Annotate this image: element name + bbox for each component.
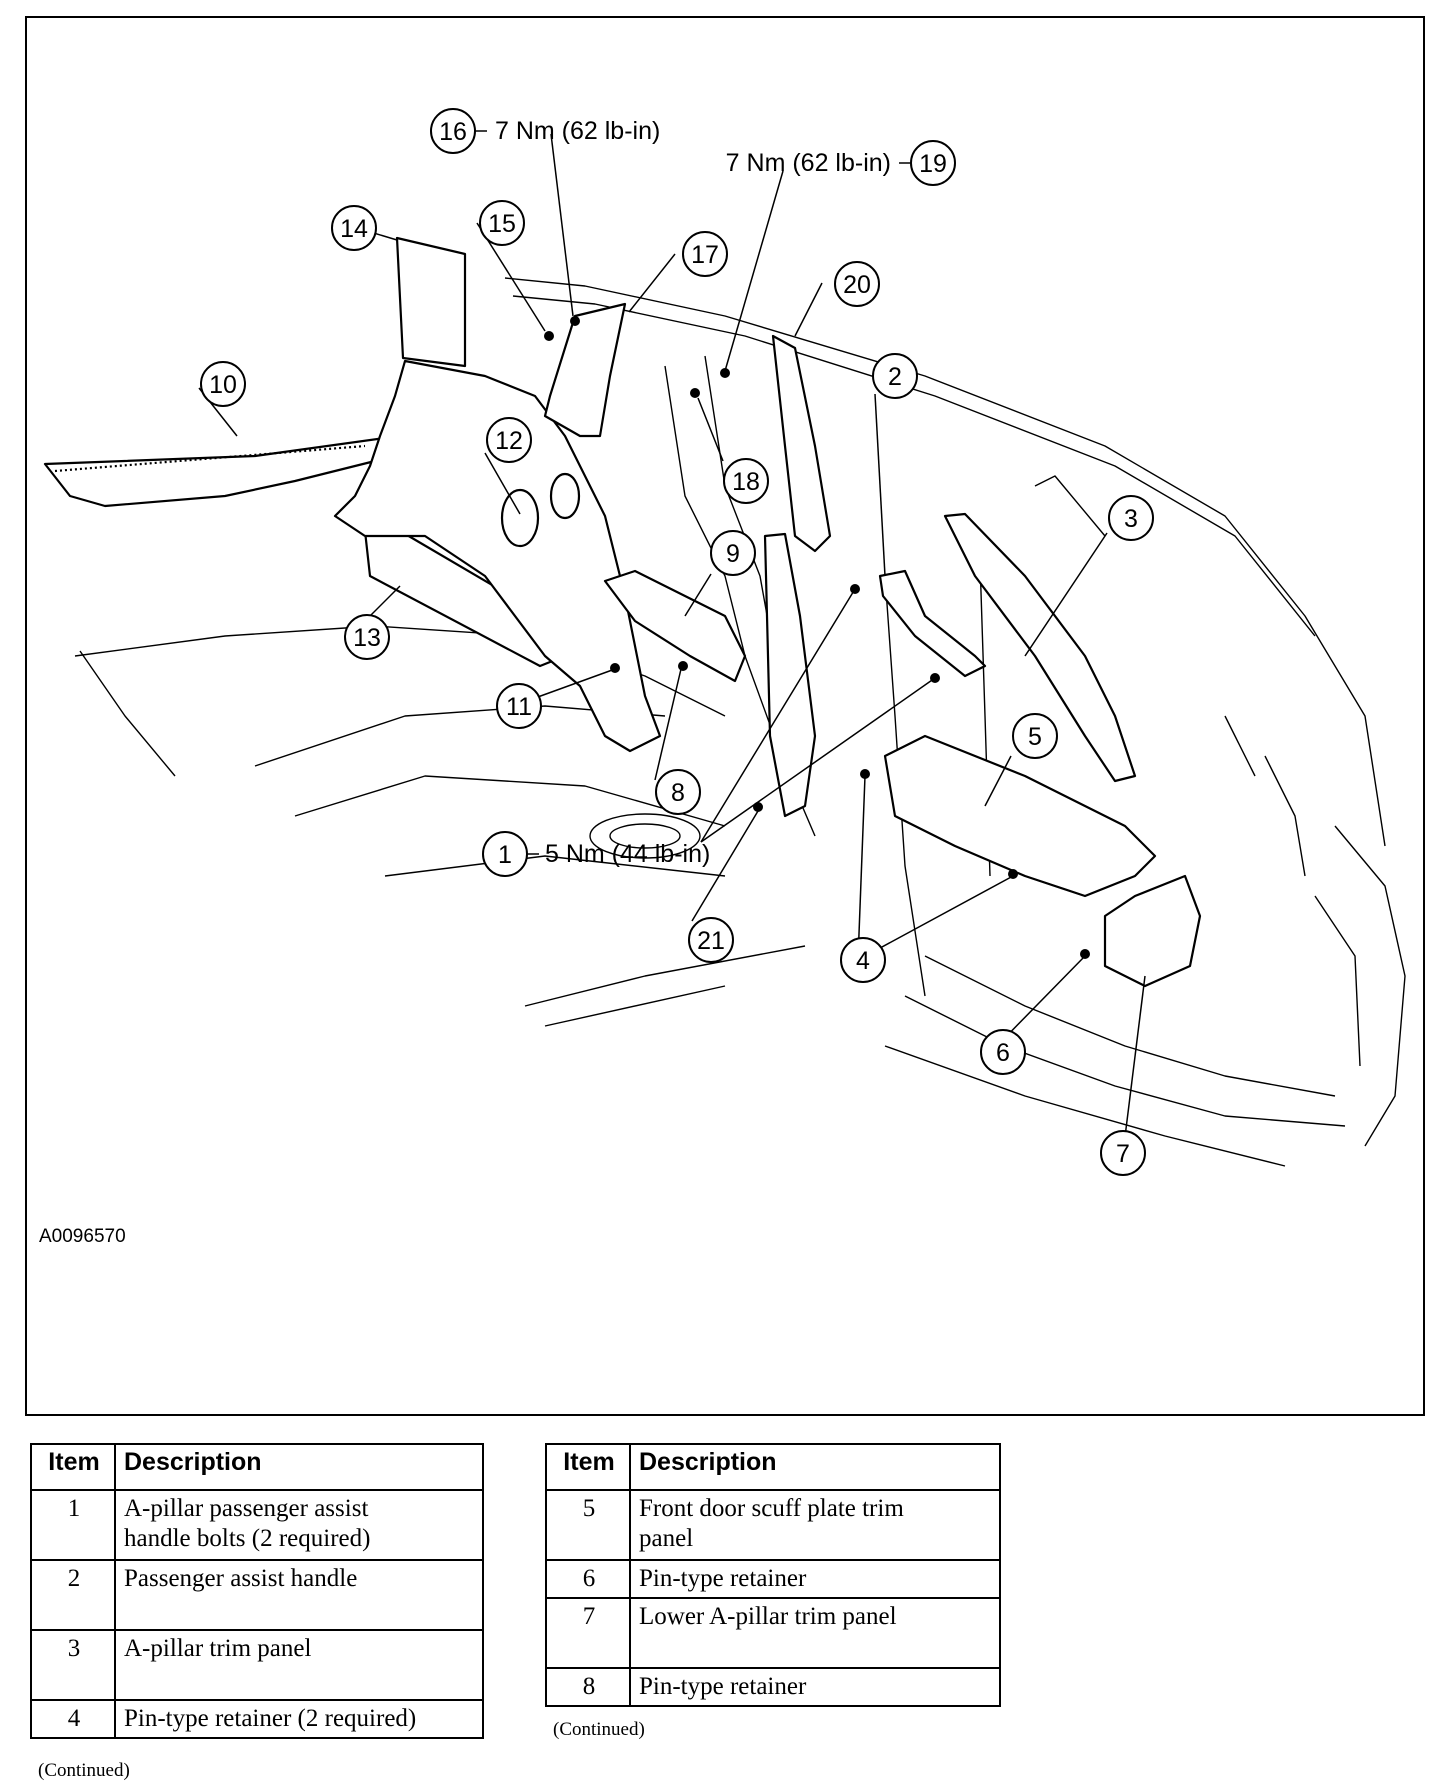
table-row: 3 A-pillar trim panel [30,1629,484,1701]
svg-text:12: 12 [495,427,523,455]
table-row: 8 Pin-type retainer [545,1667,1001,1707]
callout-15: 15 [479,200,525,246]
part-5-front-scuff-plate [883,734,1157,898]
callout-8: 8 [655,769,701,815]
callout-11: 11 [496,683,542,729]
svg-text:16: 16 [439,118,467,146]
callout-20: 20 [834,261,880,307]
table-row: 4 Pin-type retainer (2 required) [30,1699,484,1739]
svg-text:17: 17 [691,241,719,269]
column-header-description: Description [629,1443,1001,1491]
svg-text:11: 11 [506,693,532,721]
callout-1: 1 [482,831,528,877]
exploded-view-diagram: 1 2 3 4 5 6 7 8 9 10 11 12 13 14 15 16 1… [25,16,1425,1416]
b-pillar-middle-trim [763,532,817,818]
callouts: 1 2 3 4 5 6 7 8 9 10 11 12 13 14 15 16 1… [200,108,1154,1176]
part-14-upper-quarter-trim [395,236,467,368]
part-10-rear-sill-trim [43,436,387,508]
svg-text:7: 7 [1116,1140,1130,1168]
svg-text:8: 8 [671,779,685,807]
callout-12: 12 [486,417,532,463]
vehicle-body-line-art [74,277,1406,1167]
svg-text:2: 2 [888,363,902,391]
svg-text:21: 21 [697,927,725,955]
svg-text:19: 19 [919,150,947,178]
part-12-speaker-cover [500,488,540,548]
callout-17: 17 [682,231,728,277]
part-9-b-pillar-lower [603,569,747,683]
part-12-quarter-trim-panel [333,359,662,753]
svg-text:20: 20 [843,271,871,299]
table-row: 2 Passenger assist handle [30,1559,484,1631]
part-20-b-pillar-upper [771,334,832,553]
table-row: 7 Lower A-pillar trim panel [545,1597,1001,1669]
continued-note-right: (Continued) [553,1719,645,1740]
svg-text:6: 6 [996,1039,1010,1067]
callout-14: 14 [331,205,377,251]
svg-text:9: 9 [726,540,740,568]
svg-text:3: 3 [1124,505,1138,533]
callout-2: 2 [872,353,918,399]
part-7-lower-a-pillar [1103,874,1202,988]
trim-parts [43,236,1202,988]
svg-text:1: 1 [498,841,512,869]
callout-18: 18 [723,458,769,504]
torque-19: 7 Nm (62 lb-in) [726,149,891,177]
callout-16: 16 [430,108,476,154]
callout-5: 5 [1012,713,1058,759]
part-17-c-pillar-trim [543,302,627,438]
part-2-assist-handle [878,569,987,678]
leader-lines [198,133,1146,1154]
column-header-description: Description [114,1443,484,1491]
continued-note-left: (Continued) [38,1760,130,1781]
callout-4: 4 [840,937,886,983]
callout-9: 9 [710,530,756,576]
callout-6: 6 [980,1029,1026,1075]
svg-text:4: 4 [856,947,870,975]
svg-text:10: 10 [209,371,237,399]
svg-text:13: 13 [353,624,381,652]
torque-1: 5 Nm (44 lb-in) [545,840,710,868]
svg-text:5: 5 [1028,723,1042,751]
torque-labels [475,130,911,855]
figure-code: A0096570 [39,1226,126,1247]
callout-7: 7 [1100,1130,1146,1176]
column-header-item: Item [30,1443,116,1491]
legend-table-left: Item Description 1 A-pillar passenger as… [30,1443,484,1739]
callout-13: 13 [344,614,390,660]
svg-text:15: 15 [488,210,516,238]
torque-16: 7 Nm (62 lb-in) [495,117,660,145]
part-3-a-pillar-trim [943,512,1137,783]
callout-19: 19 [910,140,956,186]
table-row: 6 Pin-type retainer [545,1559,1001,1599]
legend-table-right: Item Description 5 Front door scuff plat… [545,1443,1001,1707]
svg-text:14: 14 [340,215,368,243]
callout-21: 21 [688,917,734,963]
callout-10: 10 [200,361,246,407]
svg-text:18: 18 [732,468,760,496]
column-header-item: Item [545,1443,631,1491]
callout-3: 3 [1108,495,1154,541]
